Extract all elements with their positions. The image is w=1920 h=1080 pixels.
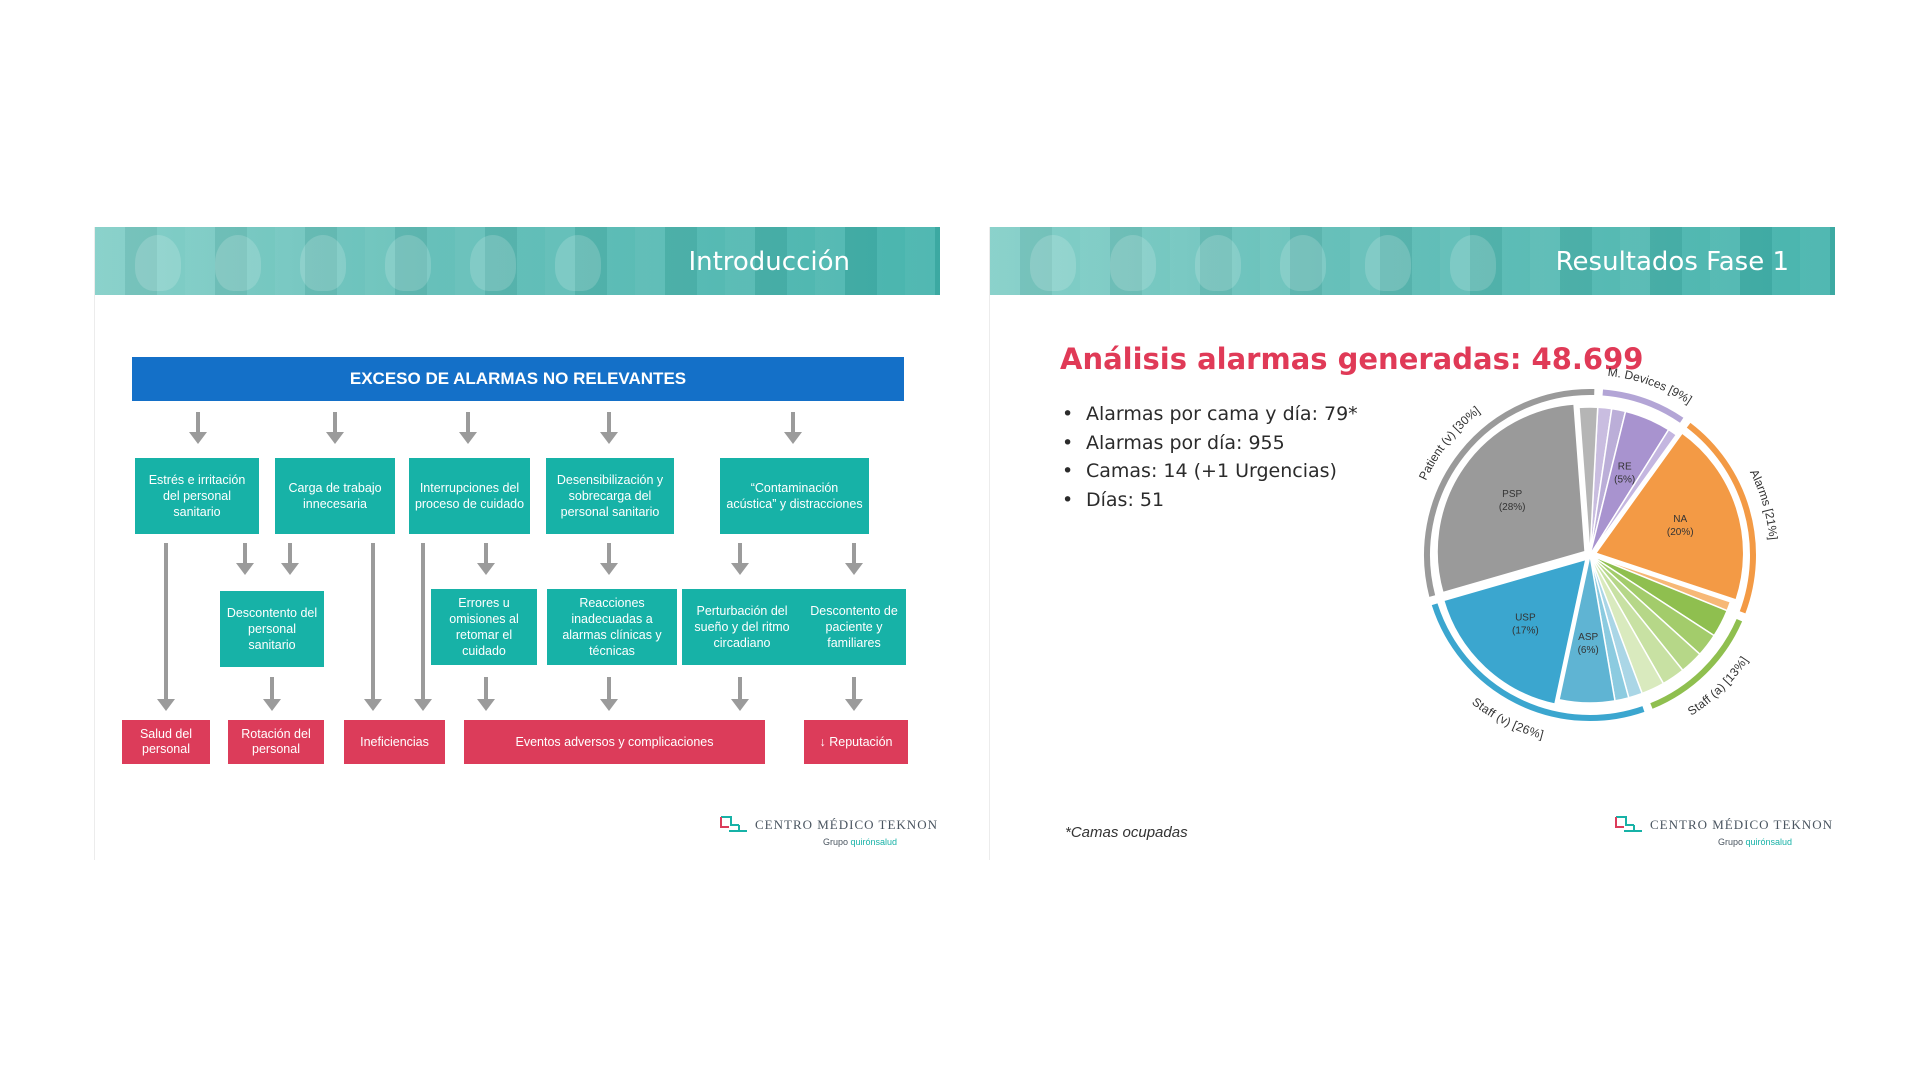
arrow — [600, 412, 618, 444]
effect-box-descontento-paciente: Descontento de paciente y familiares — [802, 589, 906, 665]
arrow — [157, 543, 175, 711]
footnote: *Camas ocupadas — [1065, 824, 1188, 841]
arrow — [364, 543, 382, 711]
cause-box-contaminacion: “Contaminación acústica” y distracciones — [720, 458, 869, 534]
pie-slice — [1589, 428, 1678, 556]
arrow — [281, 543, 299, 575]
slide-banner: Resultados Fase 1 — [990, 227, 1835, 295]
slice-pct-label: (28%) — [1499, 502, 1526, 513]
group-label: Staff (a) [13%] — [1685, 654, 1751, 719]
arrow — [600, 543, 618, 575]
group-ring — [1424, 389, 1595, 597]
pie-slice-psp — [1436, 403, 1586, 594]
group-ring — [1602, 389, 1684, 423]
list-item: Alarmas por cama y día: 79* — [1060, 400, 1358, 429]
list-item: Camas: 14 (+1 Urgencias) — [1060, 457, 1358, 486]
slice-pct-label: (6%) — [1578, 645, 1599, 656]
list-item: Alarmas por día: 955 — [1060, 429, 1358, 458]
alarms-pie-chart: RE(5%)NA(20%)ASP(6%)USP(17%)PSP(28%)Pati… — [1416, 365, 1780, 742]
slide-title: Introducción — [688, 247, 850, 277]
cause-box-estres: Estrés e irritación del personal sanitar… — [135, 458, 259, 534]
cause-box-interrupciones: Interrupciones del proceso de cuidado — [409, 458, 530, 534]
outcome-box-reputacion: ↓ Reputación — [804, 720, 908, 764]
group-label: Staff (v) [26%] — [1469, 695, 1545, 742]
slice-pct-label: (5%) — [1614, 474, 1635, 485]
slice-label: PSP — [1502, 489, 1522, 500]
outcome-box-ineficiencias: Ineficiencias — [344, 720, 445, 764]
slice-pct-label: (20%) — [1667, 527, 1694, 538]
slice-pct-label: (17%) — [1512, 625, 1539, 636]
effect-box-descontento-personal: Descontento del personal sanitario — [220, 591, 324, 667]
teknon-logo-icon — [1615, 816, 1642, 832]
arrow — [263, 677, 281, 711]
pie-slice-na — [1594, 431, 1745, 601]
logo-grupo: Grupo quirónsalud — [823, 837, 898, 847]
effect-box-perturbacion: Perturbación del sueño y del ritmo circa… — [682, 589, 802, 665]
analysis-heading: Análisis alarmas generadas: 48.699 — [1060, 342, 1644, 376]
arrow — [236, 543, 254, 575]
arrow — [731, 543, 749, 575]
outcome-box-rotacion: Rotación del personal — [228, 720, 324, 764]
slice-label: ASP — [1578, 632, 1598, 643]
slide-title: Resultados Fase 1 — [1555, 247, 1789, 277]
arrow — [784, 412, 802, 444]
arrow — [600, 677, 618, 711]
banner-photo-strip — [95, 227, 940, 295]
diagram-header: EXCESO DE ALARMAS NO RELEVANTES — [132, 357, 904, 401]
pie-slice-usp — [1442, 558, 1587, 705]
arrow — [731, 677, 749, 711]
outcome-box-eventos-adversos: Eventos adversos y complicaciones — [464, 720, 765, 764]
logo-grupo: Grupo quirónsalud — [1718, 837, 1793, 847]
group-ring — [1686, 422, 1756, 614]
slide-banner: Introducción — [95, 227, 940, 295]
slice-label: NA — [1673, 514, 1687, 525]
slice-label: RE — [1618, 461, 1632, 472]
effect-box-reacciones: Reacciones inadecuadas a alarmas clínica… — [547, 589, 677, 665]
arrow — [326, 412, 344, 444]
cause-box-desensibilizacion: Desensibilización y sobrecarga del perso… — [546, 458, 674, 534]
effect-box-errores: Errores u omisiones al retomar el cuidad… — [431, 589, 537, 665]
slide-introduccion: Introducción EXCESO DE ALARMAS NO RELEVA… — [95, 227, 940, 860]
slice-label: USP — [1515, 612, 1536, 623]
slide-resultados: Resultados Fase 1 Análisis alarmas gener… — [990, 227, 1835, 860]
teknon-logo-icon — [720, 816, 747, 832]
logo-name: CENTRO MÉDICO TEKNON — [1650, 817, 1833, 832]
arrow — [459, 412, 477, 444]
outcome-box-salud: Salud del personal — [122, 720, 210, 764]
pie-slice — [1578, 406, 1599, 556]
logo-name: CENTRO MÉDICO TEKNON — [755, 817, 938, 832]
stats-list: Alarmas por cama y día: 79* Alarmas por … — [1060, 400, 1358, 514]
pie-slice-asp — [1558, 554, 1616, 704]
banner-photo-strip — [990, 227, 1835, 295]
arrow — [477, 677, 495, 711]
arrow — [845, 543, 863, 575]
arrow — [845, 677, 863, 711]
arrow — [189, 412, 207, 444]
cause-box-carga: Carga de trabajo innecesaria — [275, 458, 395, 534]
arrow — [477, 543, 495, 575]
group-ring — [1431, 603, 1645, 721]
group-ring — [1650, 619, 1743, 709]
list-item: Días: 51 — [1060, 486, 1358, 515]
arrow — [414, 543, 432, 711]
